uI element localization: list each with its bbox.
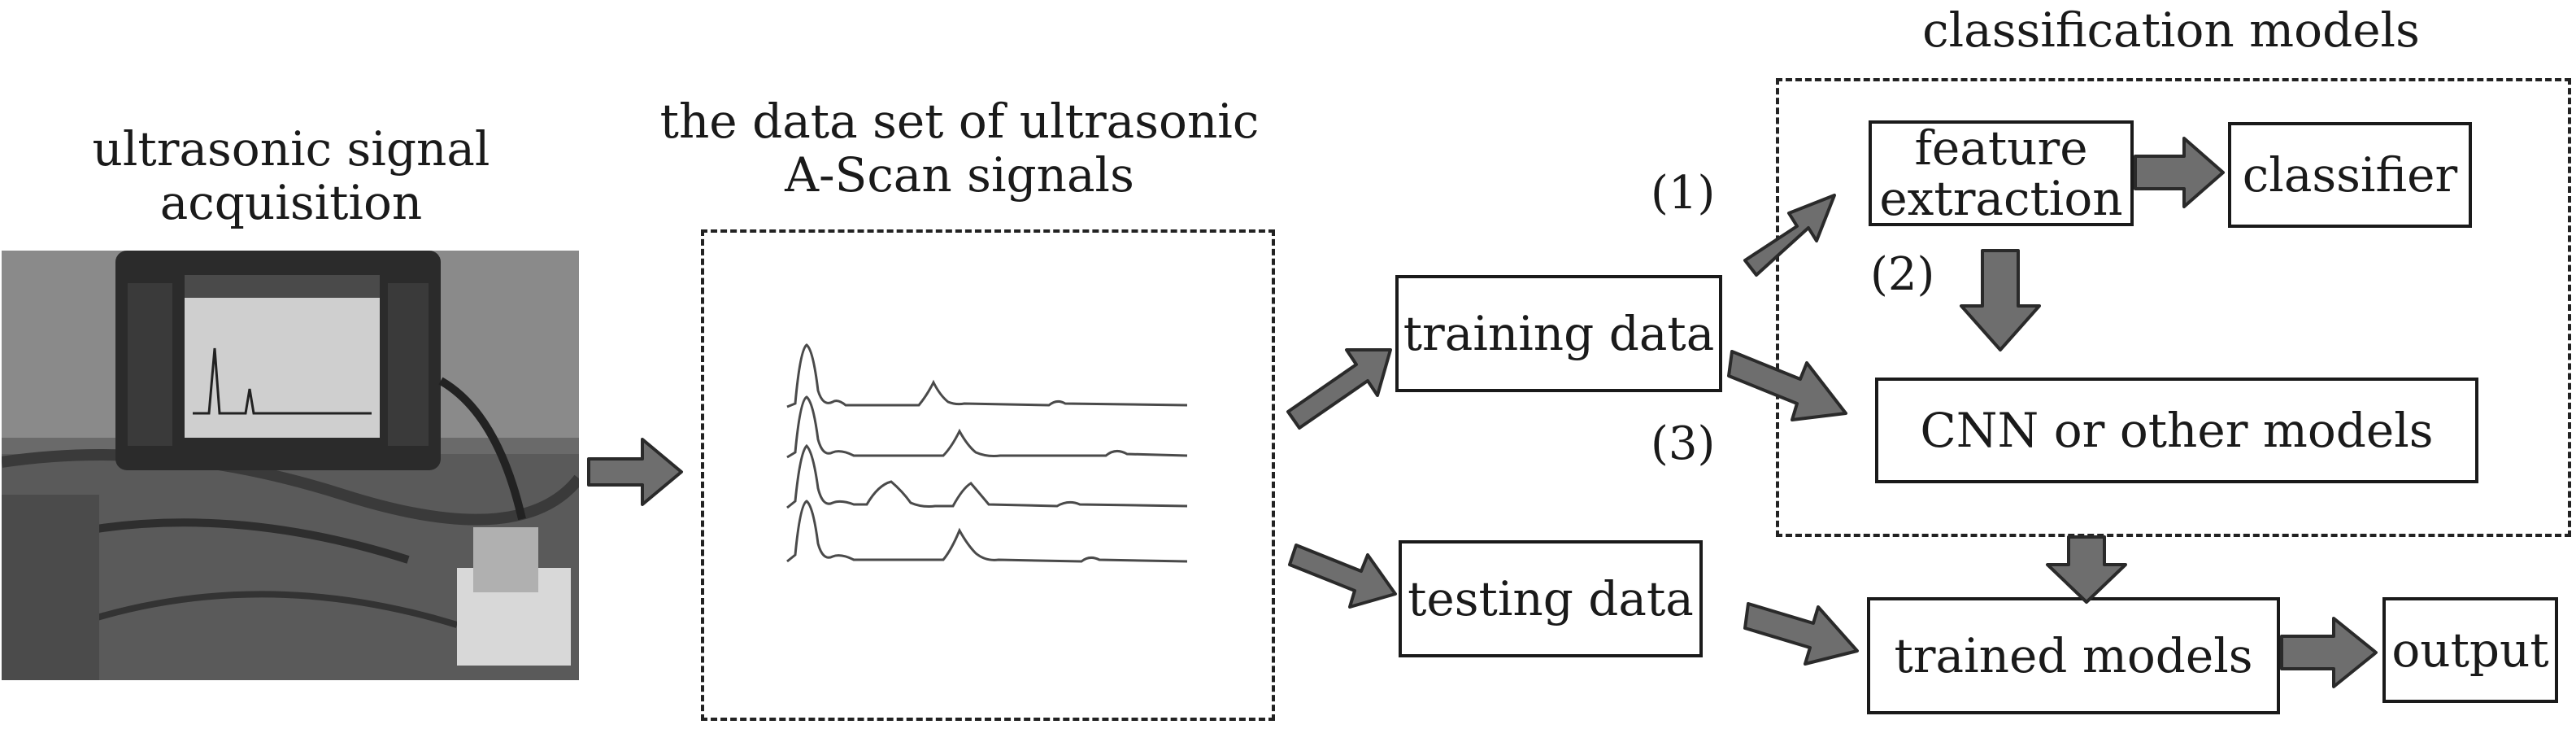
arrow-path-2 xyxy=(1960,249,2041,351)
classifier-box: classifier xyxy=(2228,122,2472,228)
a-scan-trace-2 xyxy=(786,395,1188,459)
arrow-path-3 xyxy=(1727,350,1847,421)
acquisition-title: ultrasonic signal acquisition xyxy=(0,122,582,229)
acquisition-title-line1: ultrasonic signal xyxy=(92,121,490,177)
arrow-testing-to-trained xyxy=(1743,602,1859,666)
dataset-frame xyxy=(701,229,1275,721)
dataset-title-line2: A-Scan signals xyxy=(785,147,1134,203)
arrow-to-training xyxy=(1286,348,1392,430)
dataset-title-line1: the data set of ultrasonic xyxy=(659,94,1260,149)
acquisition-photo xyxy=(2,251,579,680)
a-scan-trace-1 xyxy=(786,343,1188,408)
output-box: output xyxy=(2382,597,2558,703)
path-label-2: (2) xyxy=(1870,248,1935,301)
a-scan-trace-4 xyxy=(786,500,1188,563)
trained-models-box: trained models xyxy=(1867,597,2280,714)
feature-extraction-box: feature extraction xyxy=(1869,120,2134,226)
arrow-trained-to-output xyxy=(2280,617,2378,688)
acquisition-title-line2: acquisition xyxy=(159,175,423,230)
arrow-photo-to-dataset xyxy=(587,438,683,506)
models-group-title: classification models xyxy=(1922,2,2420,58)
cnn-models-box: CNN or other models xyxy=(1875,378,2478,483)
training-data-box: training data xyxy=(1395,275,1722,392)
arrow-path-1 xyxy=(1743,194,1836,277)
feature-extraction-line1: feature xyxy=(1914,120,2088,176)
arrow-to-testing xyxy=(1288,543,1397,609)
a-scan-signals xyxy=(786,343,1188,563)
models-group-frame xyxy=(1776,78,2571,537)
path-label-3: (3) xyxy=(1651,417,1716,470)
a-scan-trace-3 xyxy=(786,443,1188,509)
arrow-feature-to-classifier xyxy=(2134,137,2225,208)
path-label-1: (1) xyxy=(1651,167,1716,220)
feature-extraction-line2: extraction xyxy=(1879,171,2123,226)
dataset-title: the data set of ultrasonic A-Scan signal… xyxy=(618,94,1301,202)
testing-data-box: testing data xyxy=(1399,540,1703,657)
arrow-to-trained xyxy=(2046,535,2127,604)
